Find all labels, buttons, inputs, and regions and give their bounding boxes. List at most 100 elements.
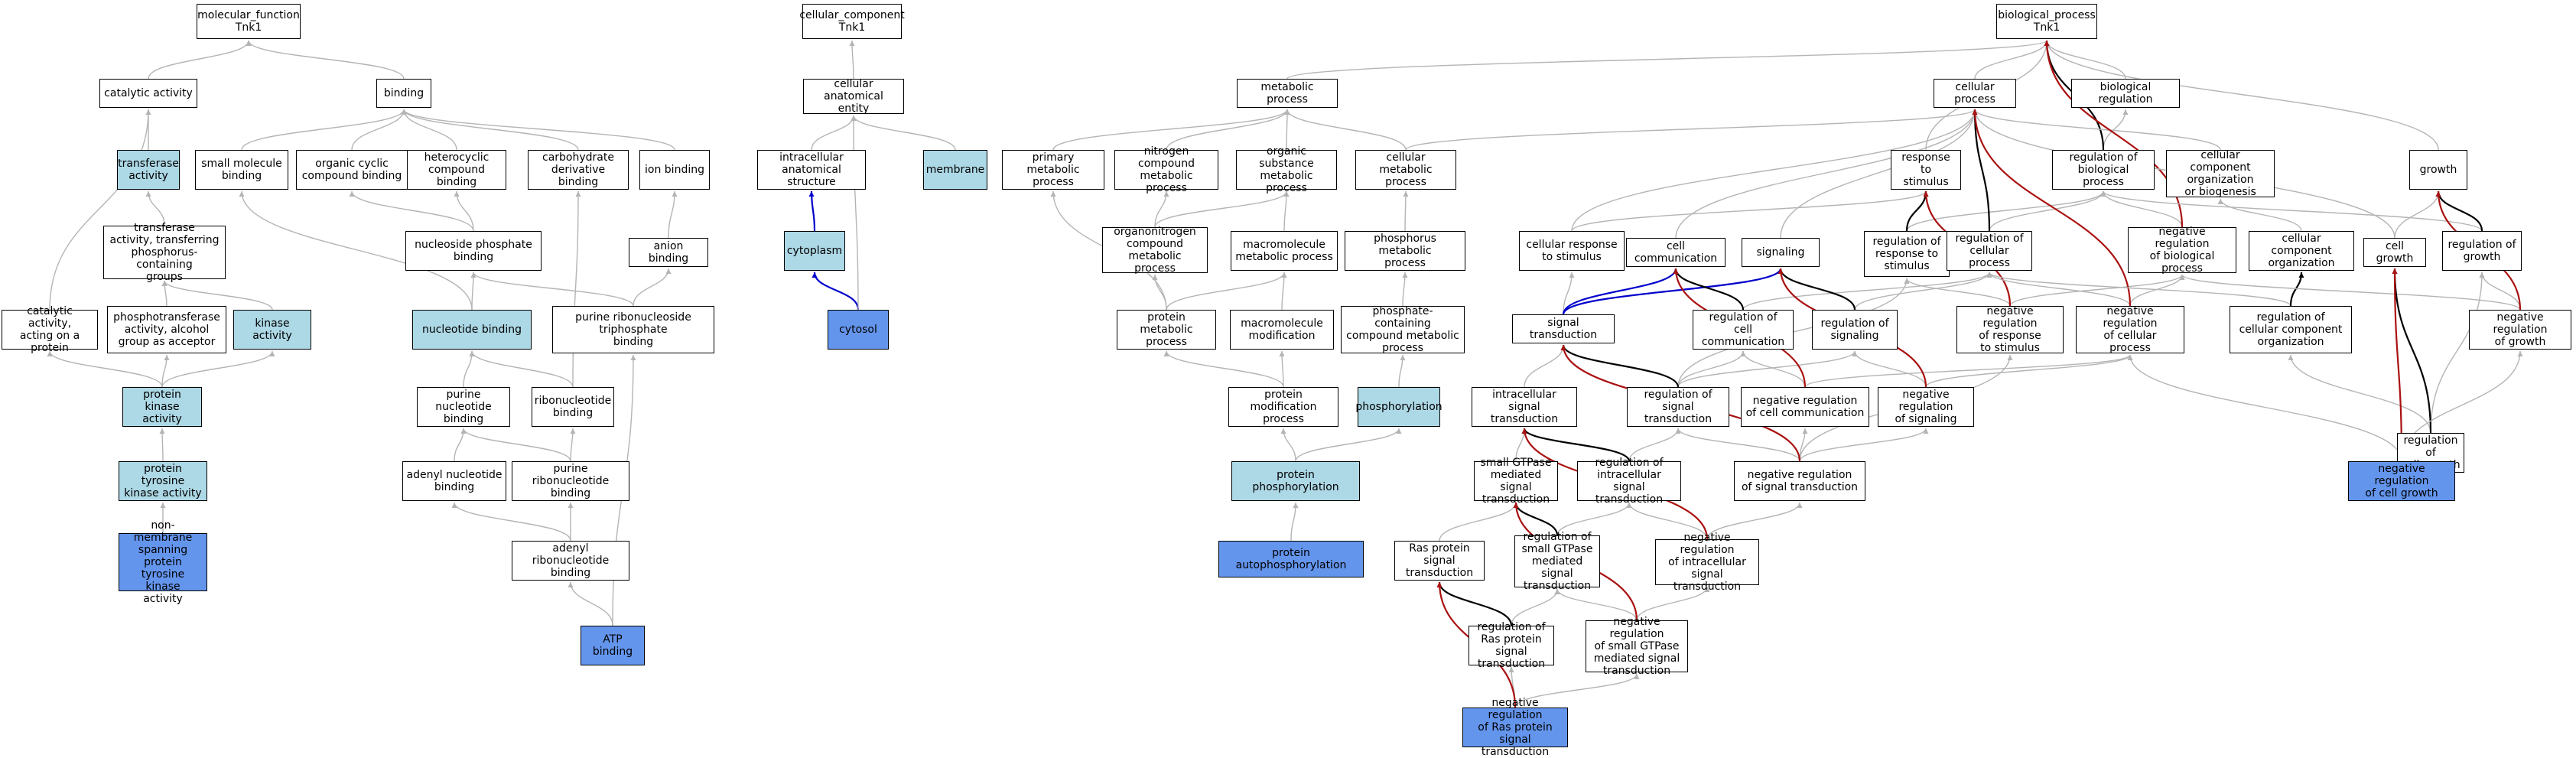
go-term-purribotri[interactable]: purine ribonucleoside triphosphate bindi…: [552, 306, 714, 353]
go-term-protmet[interactable]: protein metabolic process: [1117, 310, 1216, 350]
edge-cae-to-cc: [849, 40, 855, 80]
edge-negregras-to-negregsmall: [1514, 673, 1640, 708]
edge-regsignaling-to-signaling: [1778, 268, 1856, 311]
go-term-protautophos[interactable]: protein autophosphorylation: [1218, 541, 1364, 577]
go-term-adenylnuc[interactable]: adenyl nucleotide binding: [402, 461, 506, 501]
edge-regsigtrans-to-regsignaling: [1677, 350, 1858, 388]
go-term-phosphotrans[interactable]: phosphotransferase activity, alcohol gro…: [107, 306, 226, 353]
go-term-mf[interactable]: molecular_function Tnk1: [197, 4, 301, 39]
edge-regcellproc-to-cellularproc: [1972, 109, 1991, 232]
go-term-cellresp[interactable]: cellular response to stimulus: [1519, 231, 1625, 271]
go-term-nucphosbind[interactable]: nucleoside phosphate binding: [405, 231, 542, 271]
go-term-negregintra[interactable]: negative regulation of intracellular sig…: [1655, 532, 1759, 593]
go-term-cellcomm[interactable]: cell communication: [1626, 238, 1725, 267]
go-term-resptostim[interactable]: response to stimulus: [1891, 150, 1961, 190]
go-term-purnuc[interactable]: purine nucleotide binding: [417, 387, 510, 427]
edge-protphos-to-protmod: [1280, 428, 1296, 462]
go-term-negregsigtrans[interactable]: negative regulation of signal transducti…: [1734, 461, 1865, 501]
edge-negregsignaling-to-negregcell: [1925, 354, 2133, 388]
go-term-cellmet[interactable]: cellular metabolic process: [1355, 150, 1456, 190]
go-term-regsigtrans[interactable]: regulation of signal transduction: [1627, 387, 1729, 427]
go-term-cccorg[interactable]: cellular component organization or bioge…: [2166, 149, 2275, 198]
go-term-transferase[interactable]: transferase activity: [117, 150, 180, 190]
go-term-negreggrowth[interactable]: negative regulation of growth: [2469, 310, 2571, 350]
go-term-transferphos[interactable]: transferase activity, transferring phosp…: [103, 222, 226, 283]
go-term-prottyrkinase[interactable]: protein tyrosine kinase activity: [119, 461, 207, 501]
go-term-macromet[interactable]: macromolecule metabolic process: [1231, 231, 1338, 271]
go-term-organonitrogen[interactable]: organonitrogen compound metabolic proces…: [1102, 226, 1208, 275]
go-term-cc[interactable]: cellular_component Tnk1: [799, 4, 905, 39]
go-term-cae[interactable]: cellular anatomical entity: [803, 78, 904, 115]
go-term-smallmol[interactable]: small molecule binding: [195, 150, 288, 190]
go-term-regsmallgtpase[interactable]: regulation of small GTPase mediated sign…: [1514, 531, 1600, 592]
go-term-growth[interactable]: growth: [2409, 150, 2467, 190]
go-term-nonmembrane[interactable]: non-membrane spanning protein tyrosine k…: [119, 519, 207, 605]
go-term-bioreg[interactable]: biological regulation: [2071, 79, 2180, 108]
go-term-intracellular[interactable]: intracellular anatomical structure: [757, 150, 866, 190]
go-term-cellgrowth[interactable]: cell growth: [2363, 238, 2426, 267]
edge-phosphorusmet-to-cellmet: [1403, 190, 1409, 232]
go-term-adenylribo[interactable]: adenyl ribonucleotide binding: [512, 541, 629, 581]
go-term-negregsignaling[interactable]: negative regulation of signaling: [1878, 387, 1974, 427]
go-term-protmod[interactable]: protein modification process: [1228, 387, 1338, 427]
go-term-regcellproc[interactable]: regulation of cellular process: [1947, 231, 2032, 271]
edge-macromod-to-macromet: [1281, 272, 1287, 311]
go-term-phoscontaining[interactable]: phosphate-containing compound metabolic …: [1341, 305, 1465, 354]
go-term-catalyticprot[interactable]: catalytic activity, acting on a protein: [2, 305, 98, 354]
go-term-negregras[interactable]: negative regulation of Ras protein signa…: [1462, 697, 1568, 758]
go-term-primarymet[interactable]: primary metabolic process: [1002, 150, 1104, 190]
go-term-regintrasig[interactable]: regulation of intracellular signal trans…: [1577, 457, 1681, 506]
go-term-protphos[interactable]: protein phosphorylation: [1231, 461, 1360, 501]
edge-regras-to-regsmallgtpase: [1511, 588, 1560, 626]
go-term-metabolic[interactable]: metabolic process: [1237, 79, 1338, 108]
go-term-signaling[interactable]: signaling: [1742, 238, 1820, 267]
go-term-reggrowth[interactable]: regulation of growth: [2442, 231, 2522, 271]
go-term-nitrogenmet[interactable]: nitrogen compound metabolic process: [1114, 145, 1218, 194]
go-term-regras[interactable]: regulation of Ras protein signal transdu…: [1469, 621, 1554, 670]
go-term-purribo[interactable]: purine ribonucleotide binding: [512, 461, 629, 501]
go-term-regccorg[interactable]: regulation of cellular component organiz…: [2230, 306, 2352, 353]
edge-protmod-to-protmet: [1163, 350, 1284, 388]
go-term-regsignaling[interactable]: regulation of signaling: [1812, 310, 1898, 350]
edge-ccorg-to-cccorg: [2217, 198, 2302, 232]
go-term-smallgtpase[interactable]: small GTPase mediated signal transductio…: [1474, 457, 1558, 506]
go-term-binding[interactable]: binding: [376, 79, 431, 108]
go-term-phosphorusmet[interactable]: phosphorus metabolic process: [1345, 231, 1465, 271]
go-term-atpbinding[interactable]: ATP binding: [581, 626, 645, 665]
go-term-regresp[interactable]: regulation of response to stimulus: [1864, 231, 1950, 277]
go-term-negregcellgrowth[interactable]: negative regulation of cell growth: [2348, 461, 2455, 501]
go-term-macromod[interactable]: macromolecule modification: [1230, 310, 1334, 350]
go-term-ras[interactable]: Ras protein signal transduction: [1394, 541, 1485, 581]
go-term-regcellcomm[interactable]: regulation of cell communication: [1693, 310, 1794, 350]
go-term-negregsmall[interactable]: negative regulation of small GTPase medi…: [1586, 616, 1688, 677]
go-term-ionbinding[interactable]: ion binding: [639, 150, 710, 190]
go-term-negregresp[interactable]: negative regulation of response to stimu…: [1956, 305, 2064, 354]
edge-sigtrans-to-signaling: [1562, 268, 1784, 315]
edge-metabolic-to-bp: [1286, 40, 2050, 80]
go-term-orgcyclic[interactable]: organic cyclic compound binding: [296, 150, 408, 190]
go-term-cellularproc[interactable]: cellular process: [1934, 79, 2016, 108]
go-term-ccorg[interactable]: cellular component organization: [2249, 231, 2354, 271]
go-term-nucbinding[interactable]: nucleotide binding: [412, 310, 532, 350]
go-term-orgsubmet[interactable]: organic substance metabolic process: [1236, 145, 1337, 194]
go-term-sigtrans[interactable]: signal transduction: [1512, 314, 1615, 343]
go-term-carbohydrate[interactable]: carbohydrate derivative binding: [528, 150, 629, 190]
go-term-ribonuc[interactable]: ribonucleotide binding: [532, 387, 614, 427]
go-term-intrasig[interactable]: intracellular signal transduction: [1472, 387, 1577, 427]
go-term-catalytic[interactable]: catalytic activity: [99, 79, 197, 108]
go-term-kinase[interactable]: kinase activity: [233, 310, 311, 350]
go-term-bp[interactable]: biological_process Tnk1: [1996, 4, 2097, 39]
go-term-protkinase[interactable]: protein kinase activity: [122, 387, 202, 427]
go-term-negregcellcomm[interactable]: negative regulation of cell communicatio…: [1741, 387, 1869, 427]
go-term-negregbio[interactable]: negative regulation of biological proces…: [2128, 226, 2236, 275]
go-term-cytoplasm[interactable]: cytoplasm: [784, 231, 845, 271]
go-term-anionbinding[interactable]: anion binding: [629, 238, 708, 267]
edge-organonitrogen-to-orgsubmet: [1154, 190, 1290, 228]
go-term-phosphorylation[interactable]: phosphorylation: [1355, 387, 1442, 427]
go-term-regbioproc[interactable]: regulation of biological process: [2052, 150, 2155, 190]
edge-prottyrkinase-to-protkinase: [159, 428, 165, 462]
go-term-membrane[interactable]: membrane: [923, 150, 987, 190]
go-term-negregcell[interactable]: negative regulation of cellular process: [2076, 305, 2184, 354]
go-term-cytosol[interactable]: cytosol: [828, 310, 889, 350]
go-term-heterocyclic[interactable]: heterocyclic compound binding: [407, 150, 506, 190]
